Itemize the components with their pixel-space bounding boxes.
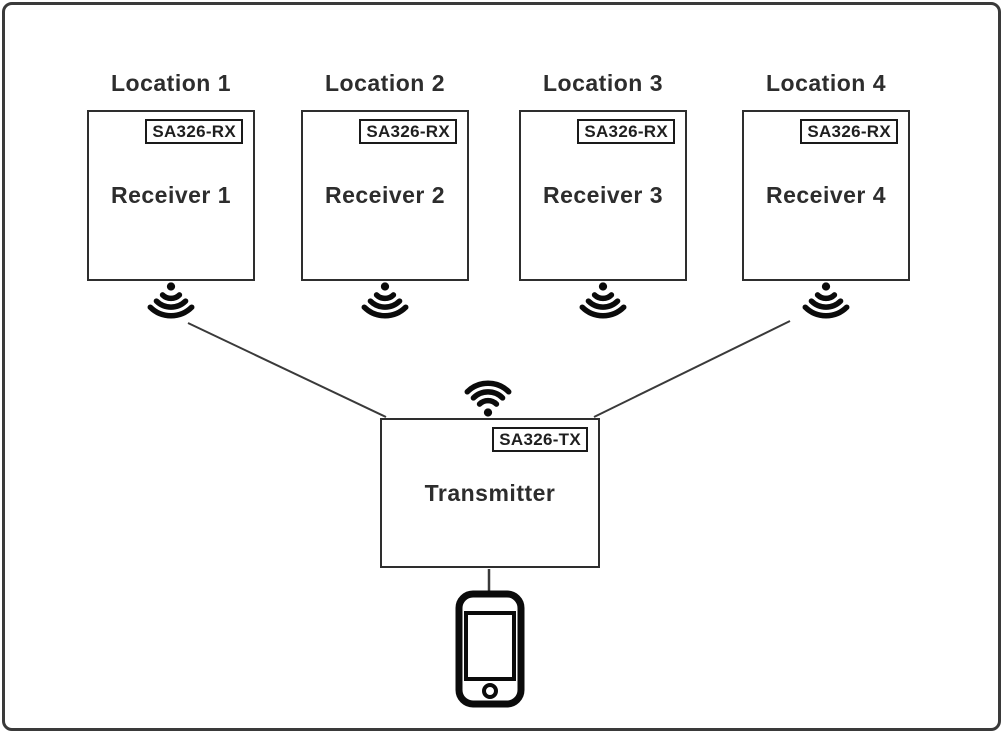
location-2-label: Location 2 xyxy=(324,70,445,96)
receiver-2-name: Receiver 2 xyxy=(324,182,446,208)
wifi-icon xyxy=(579,282,627,319)
transmitter-name: Transmitter xyxy=(424,479,556,506)
transmitter-box: SA326-TX Transmitter xyxy=(380,418,600,568)
receiver-1-name: Receiver 1 xyxy=(110,182,232,208)
transmitter-model-badge: SA326-TX xyxy=(492,427,588,452)
receiver-4-model-badge: SA326-RX xyxy=(800,119,898,144)
receiver-1-box: SA326-RX Receiver 1 xyxy=(87,110,255,281)
receiver-4-name: Receiver 4 xyxy=(765,182,887,208)
receiver-1-model-badge: SA326-RX xyxy=(145,119,243,144)
wifi-icon xyxy=(361,282,409,319)
receiver-3-model-badge: SA326-RX xyxy=(577,119,675,144)
receiver-2-model-badge: SA326-RX xyxy=(359,119,457,144)
location-1-label: Location 1 xyxy=(110,70,231,96)
wifi-icon xyxy=(802,282,850,319)
receiver-2-box: SA326-RX Receiver 2 xyxy=(301,110,469,281)
receiver-4-box: SA326-RX Receiver 4 xyxy=(742,110,910,281)
wifi-icon xyxy=(147,282,195,319)
location-3-label: Location 3 xyxy=(542,70,663,96)
smartphone-icon xyxy=(455,590,525,708)
wifi-icon xyxy=(464,380,512,417)
receiver-3-name: Receiver 3 xyxy=(542,182,664,208)
location-4-label: Location 4 xyxy=(765,70,886,96)
receiver-3-box: SA326-RX Receiver 3 xyxy=(519,110,687,281)
